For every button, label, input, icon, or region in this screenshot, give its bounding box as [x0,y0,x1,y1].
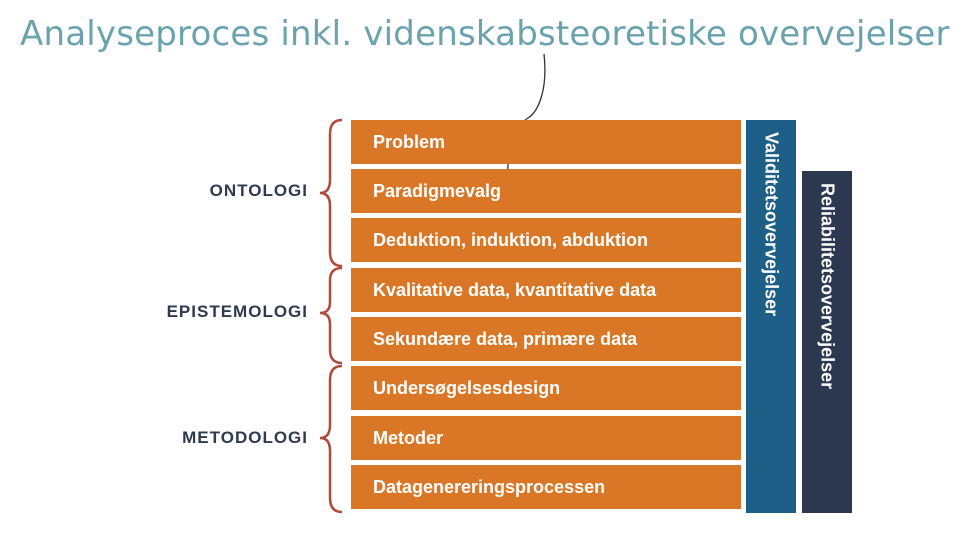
step-kvalitative-kvantitative-data: Kvalitative data, kvantitative data [351,268,741,312]
step-undersoegelsesdesign: Undersøgelsesdesign [351,366,741,410]
reliability-box: Reliabilitetsovervejelser [802,171,852,513]
diagram-title: Analyseproces inkl. videnskabsteoretiske… [20,14,950,54]
brace-ontologi [319,118,343,268]
brace-epistemologi [319,266,343,365]
step-deduktion-induktion-abduktion: Deduktion, induktion, abduktion [351,218,741,262]
step-paradigmevalg: Paradigmevalg [351,169,741,213]
validity-label: Validitetsovervejelser [761,132,782,317]
reliability-label: Reliabilitetsovervejelser [817,183,838,390]
step-problem: Problem [351,120,741,164]
step-metoder: Metoder [351,416,741,460]
step-datagenereringsprocessen: Datagenereringsprocessen [351,465,741,509]
validity-box: Validitetsovervejelser [746,120,796,513]
brace-metodologi [319,364,343,514]
group-label-metodologi: METODOLOGI [182,428,308,447]
group-label-ontologi: ONTOLOGI [209,181,308,200]
step-sekundaere-primaere-data: Sekundære data, primære data [351,317,741,361]
group-label-epistemologi: EPISTEMOLOGI [166,302,308,321]
